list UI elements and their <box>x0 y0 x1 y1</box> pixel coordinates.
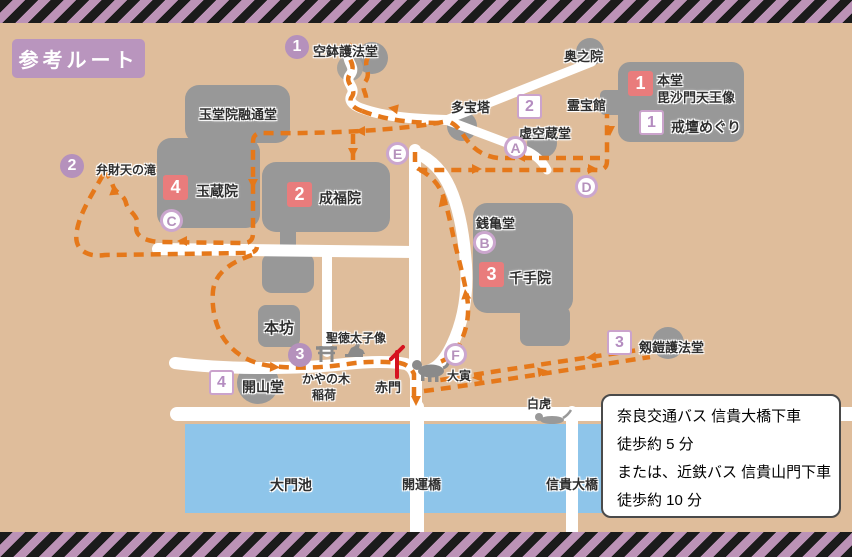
label-zenikamedo: 銭亀堂 <box>476 216 516 231</box>
route-east-upper <box>448 119 600 161</box>
route-squiggle-back <box>361 54 371 104</box>
label-hombo: 本坊 <box>264 320 295 337</box>
label-kaiunbashi: 開運橋 <box>402 477 442 492</box>
shotoku-statue-icon <box>345 342 365 357</box>
akamon-gate-icon <box>389 345 405 379</box>
label-kuhachi-gohodo: 空鉢護法堂 <box>313 44 379 59</box>
label-kaidan-meguri: 戒壇めぐり <box>671 119 741 135</box>
label-kokuzodo: 虚空蔵堂 <box>519 126 572 141</box>
label-gyokuzoin: 玉蔵院 <box>196 183 238 199</box>
route-east-lower <box>412 114 610 173</box>
label-jofukuin: 成福院 <box>319 190 361 206</box>
torii-icon <box>316 346 337 362</box>
marker-white-1-kaidan: 1 <box>639 110 664 135</box>
building-kuhachi <box>356 42 388 74</box>
road-okunoin <box>441 57 597 125</box>
marker-purple-3-kayanoki: 3 <box>288 343 312 367</box>
label-yokudoin: 玉堂院融通堂 <box>199 107 278 122</box>
bus-info-line3: または、近鉄バス 信貴山門下車 <box>617 464 832 481</box>
label-inari: 稲荷 <box>312 388 337 402</box>
otora-tiger-icon <box>412 359 450 382</box>
building-gyokuzoin <box>157 138 260 228</box>
label-otora: 大寅 <box>447 369 472 383</box>
waypoint-c: C <box>160 209 183 232</box>
label-byakko: 白虎 <box>527 397 552 411</box>
bus-info-box: 奈良交通バス 信貴大橋下車 徒歩約 5 分 または、近鉄バス 信貴山門下車 徒歩… <box>601 394 841 518</box>
label-daimon-ike: 大門池 <box>270 477 312 493</box>
label-tahoto: 多宝塔 <box>451 100 491 115</box>
waypoint-e: E <box>386 142 409 165</box>
label-shotoku-taishi: 聖徳太子像 <box>326 331 387 345</box>
label-okunoin: 奥之院 <box>564 49 604 64</box>
building-annex <box>262 253 314 293</box>
route-waterfall-return <box>74 173 260 258</box>
label-kayanoki: かやの木 <box>302 372 351 386</box>
building-senjuin-annex <box>520 306 570 346</box>
marker-red-4-gyokuzoin: 4 <box>163 175 188 200</box>
label-kaisando: 開山堂 <box>242 379 284 395</box>
waypoint-f: F <box>444 343 467 366</box>
route-arrows <box>109 104 615 406</box>
label-shigi-ohashi: 信貴大橋 <box>546 477 599 492</box>
route-kengai-back <box>433 345 653 384</box>
road-mid <box>152 243 421 258</box>
bus-info-line2: 徒歩約 5 分 <box>617 436 694 453</box>
route-kengai-out <box>423 354 651 394</box>
label-akamon: 赤門 <box>375 380 402 395</box>
building-yokudoin <box>185 85 290 143</box>
label-senjuin: 千手院 <box>509 270 551 286</box>
label-bishamonten: 毘沙門天王像 <box>657 90 736 105</box>
byakko-tiger-icon <box>535 409 573 424</box>
label-reihokan: 霊宝館 <box>567 98 607 113</box>
marker-white-3-kengai: 3 <box>607 330 632 355</box>
label-kengai-gohodo: 剱鎧護法堂 <box>639 340 705 355</box>
marker-red-2-jofukuin: 2 <box>287 182 312 207</box>
building-okunoin <box>576 38 604 66</box>
marker-white-2-kokuzo: 2 <box>517 94 542 119</box>
waypoint-d: D <box>575 175 598 198</box>
building-kengai <box>652 327 684 359</box>
bus-info-line1: 奈良交通バス 信貴大橋下車 <box>617 408 802 425</box>
marker-purple-1-kuhachi: 1 <box>285 35 309 59</box>
label-hondo: 本堂 <box>657 73 684 88</box>
waypoint-b: B <box>473 231 496 254</box>
marker-red-1-hondo: 1 <box>628 71 653 96</box>
bottom-stripe-border <box>0 532 852 557</box>
waypoint-a: A <box>504 136 527 159</box>
top-stripe-border <box>0 0 852 23</box>
marker-red-3-senjuin: 3 <box>479 262 504 287</box>
route <box>74 42 653 404</box>
building-hombo <box>258 305 300 347</box>
bus-info-line4: 徒歩約 10 分 <box>617 492 703 509</box>
label-benzaiten-falls: 弁財天の滝 <box>96 163 157 177</box>
building-jofukuin <box>262 162 390 232</box>
marker-white-4-kaisando: 4 <box>209 370 234 395</box>
route-south-loop <box>210 252 417 404</box>
legend-badge: 参考ルート <box>12 39 145 78</box>
marker-purple-2-benzaiten: 2 <box>60 154 84 178</box>
